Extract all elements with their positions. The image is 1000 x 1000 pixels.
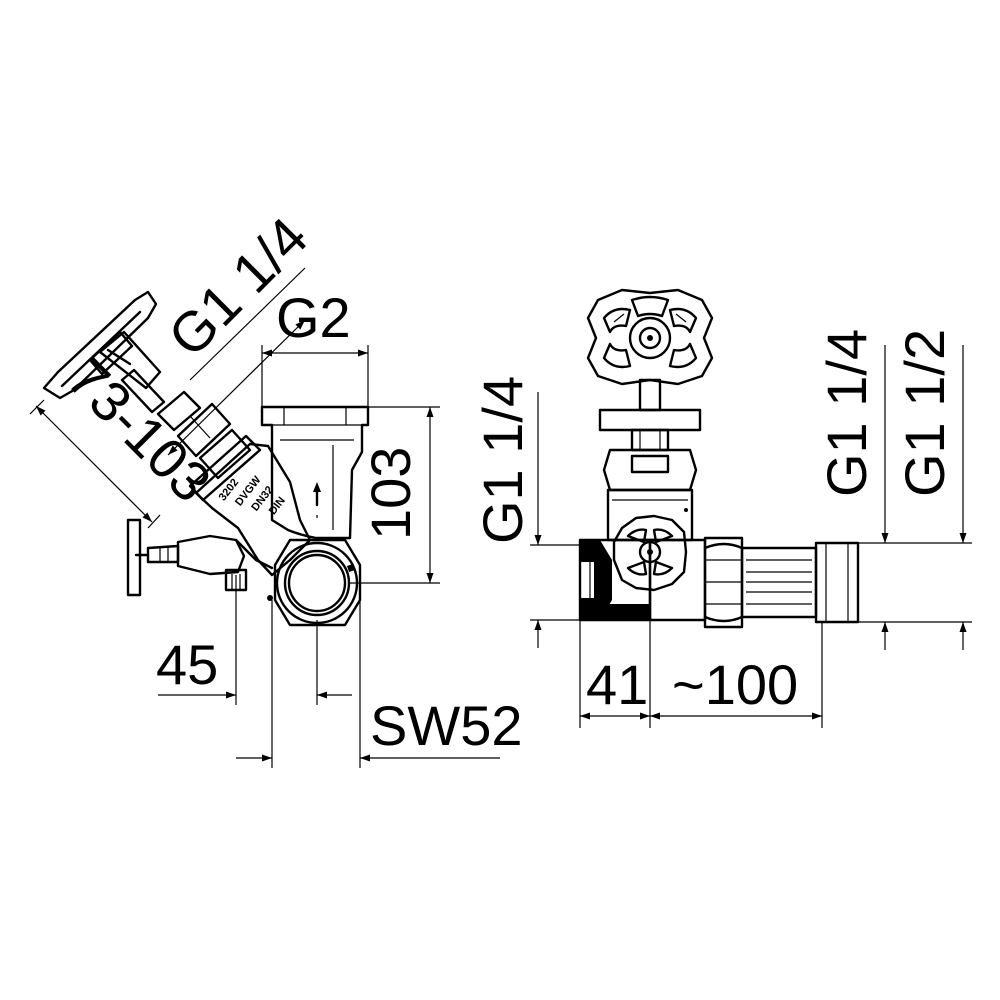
extension-tube	[740, 541, 860, 624]
dim-inlet-thread-g1-1-4: G1 1/4	[471, 376, 534, 544]
dim-outlet-thread-g1-1-2: G1 1/2	[893, 329, 956, 497]
right-view-dimensions: G1 1/4 G1 1/4 G1 1/2 41 ~100	[471, 329, 972, 728]
left-view-dimensions: G2 103 45 SW52 G1 1/4 73-103	[29, 205, 523, 768]
dim-wrench-sw52: SW52	[370, 694, 523, 757]
bottom-nut	[267, 538, 362, 627]
inlet-pipe	[260, 405, 370, 540]
dim-height-103: 103	[359, 447, 422, 540]
dim-outlet-thread-g1-1-4: G1 1/4	[815, 329, 878, 497]
union-nut	[703, 536, 744, 629]
handwheel-small	[612, 514, 688, 592]
handwheel-angled	[42, 290, 158, 400]
dim-adjust-range-73-103: 73-103	[56, 346, 224, 514]
dim-offset-45: 45	[156, 633, 218, 696]
dim-inlet-thread-g2: G2	[276, 286, 351, 349]
right-view-valve	[578, 288, 860, 629]
dim-extension-length-100: ~100	[672, 653, 798, 716]
handwheel-top	[586, 288, 714, 386]
drain-valve	[126, 518, 274, 597]
dim-body-length-41: 41	[586, 653, 648, 716]
